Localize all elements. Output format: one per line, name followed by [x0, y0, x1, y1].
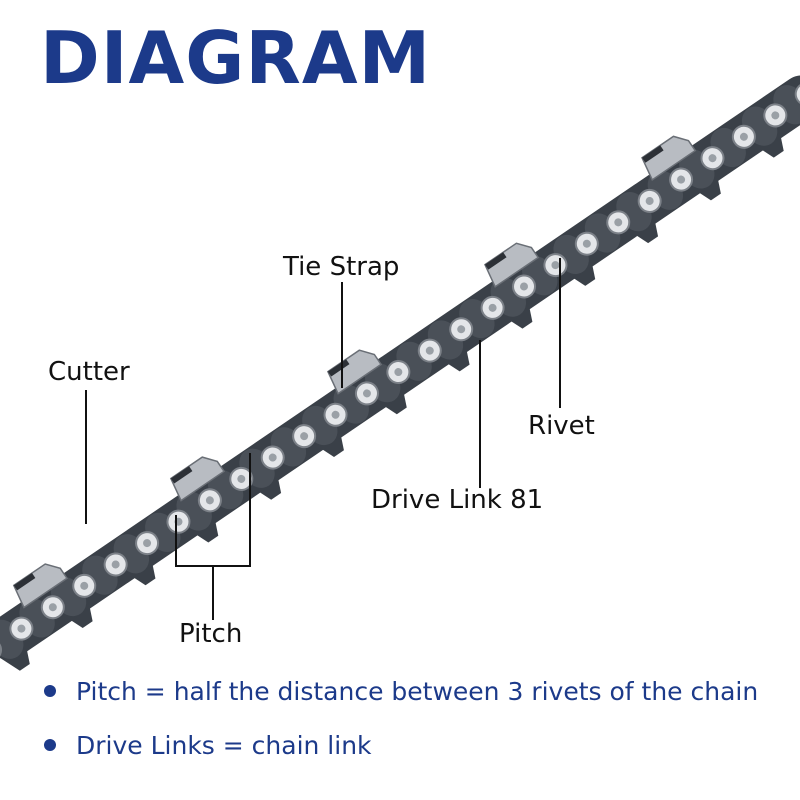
bullet-icon [44, 739, 56, 751]
page-title: DIAGRAM [40, 16, 432, 100]
cutter-edge [484, 252, 507, 270]
rivet-center [111, 560, 120, 569]
rivet-center [488, 303, 497, 312]
rivet-center [614, 218, 623, 227]
rivet-center [645, 196, 654, 205]
rivet-center [771, 111, 780, 120]
cutter-edge [170, 466, 193, 484]
rivet-center [362, 389, 371, 398]
rivet-center [205, 496, 214, 505]
rivet-center [551, 261, 560, 270]
rivet-center [268, 453, 277, 462]
note-item: Pitch = half the distance between 3 rive… [44, 672, 758, 710]
cutter-tooth [641, 135, 697, 181]
label-pitch: Pitch [179, 619, 243, 649]
rivet-center [80, 581, 89, 590]
rivet-center [425, 346, 434, 355]
label-tie-strap: Tie Strap [283, 252, 400, 282]
rivet-center [739, 132, 748, 141]
rivet-center [394, 368, 403, 377]
rivet-center [582, 239, 591, 248]
rivet-center [48, 603, 57, 612]
rivet-center [708, 154, 717, 163]
chain-strip [0, 75, 800, 671]
note-text: Pitch = half the distance between 3 rive… [76, 676, 759, 706]
label-rivet: Rivet [528, 411, 595, 441]
cutter-tooth [12, 563, 69, 609]
rivet-center [520, 282, 529, 291]
label-drive-link: Drive Link 81 [371, 485, 544, 515]
cutter-tooth [484, 242, 540, 288]
bullet-icon [44, 685, 56, 697]
notes-list: Pitch = half the distance between 3 rive… [44, 672, 758, 780]
rivet-center [331, 410, 340, 419]
saw-chain [0, 75, 800, 671]
cutter-edge [327, 359, 350, 377]
rivet-center [677, 175, 686, 184]
rivet-center [17, 624, 26, 633]
label-cutter: Cutter [48, 357, 130, 387]
rivet [794, 82, 800, 107]
cutter-tooth [169, 456, 226, 502]
note-item: Drive Links = chain link [44, 726, 758, 764]
rivet-center [457, 325, 466, 334]
cutter-edge [642, 145, 664, 163]
rivet-center [143, 539, 152, 548]
rivet-center [300, 432, 309, 441]
leader-lines [85, 258, 561, 620]
note-text: Drive Links = chain link [76, 730, 372, 760]
rivet-center [237, 474, 246, 483]
cutter-edge [13, 573, 36, 591]
